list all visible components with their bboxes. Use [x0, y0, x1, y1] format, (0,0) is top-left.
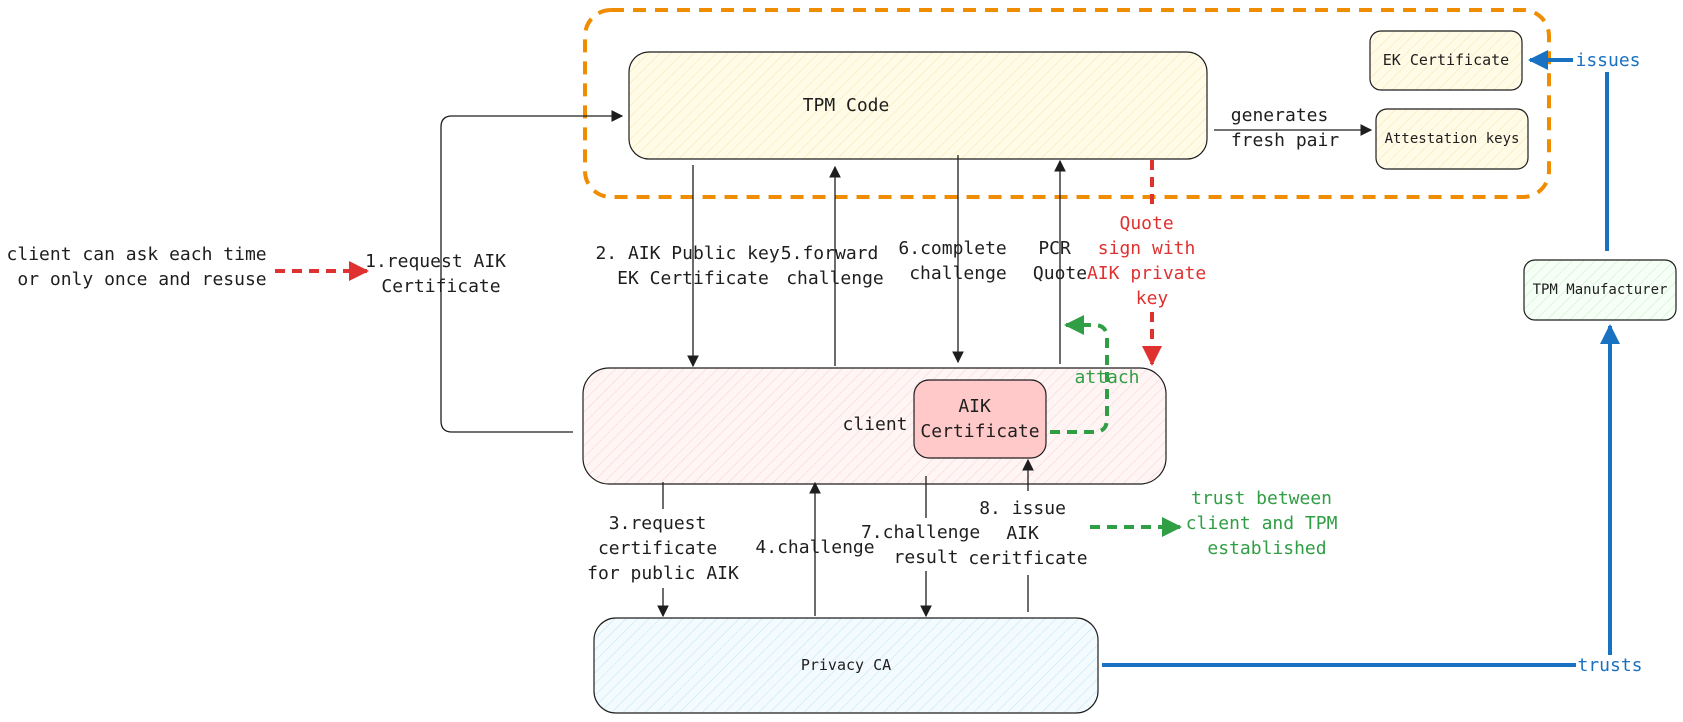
- ek-certificate-box: EK Certificate: [1369, 30, 1523, 91]
- aik-certificate-box: AIK Certificate: [913, 379, 1047, 459]
- label-step4: 4.challenge: [755, 537, 874, 558]
- label-step3: 3.request certificate for public AIK: [587, 513, 739, 584]
- tpm-code-label: TPM Code: [803, 95, 890, 116]
- tpm-code-box: TPM Code: [628, 51, 1208, 160]
- label-step6: 6.complete challenge: [898, 238, 1017, 284]
- label-generates: generates fresh pair: [1231, 105, 1340, 151]
- label-step7: 7.challenge result: [861, 522, 991, 568]
- ek-certificate-label: EK Certificate: [1383, 51, 1509, 69]
- arrow-step1-request-aik: [440, 110, 624, 433]
- tpm-manufacturer-box: TPM Manufacturer: [1523, 259, 1677, 321]
- label-step5: 5.forward challenge: [781, 243, 889, 289]
- label-client-note: client can ask each time or only once an…: [7, 244, 278, 290]
- tpm-boundary: [583, 8, 1551, 199]
- label-quote-sign: Quote sign with AIK private key: [1087, 213, 1217, 309]
- label-issues: issues: [1575, 50, 1640, 71]
- privacy-ca-box: Privacy CA: [593, 617, 1099, 714]
- aik-certificate-label: AIK Certificate: [920, 396, 1039, 442]
- attestation-keys-label: Attestation keys: [1385, 131, 1520, 147]
- label-trusts: trusts: [1577, 655, 1642, 676]
- label-step2: 2. AIK Public key EK Certificate: [595, 243, 790, 289]
- label-trust-established: trust between client and TPM established: [1186, 488, 1349, 559]
- privacy-ca-label: Privacy CA: [801, 656, 891, 674]
- attestation-keys-box: Attestation keys: [1375, 108, 1529, 170]
- label-step1: 1.request AIK Certificate: [365, 251, 517, 297]
- label-attach: attach: [1074, 367, 1139, 388]
- arrow-attach: [1050, 315, 1109, 434]
- tpm-manufacturer-label: TPM Manufacturer: [1533, 282, 1668, 298]
- client-label: client: [842, 414, 907, 435]
- label-step8: 8. issue AIK ceritficate: [968, 498, 1087, 569]
- label-pcr-quote: PCR Quote: [1033, 238, 1087, 284]
